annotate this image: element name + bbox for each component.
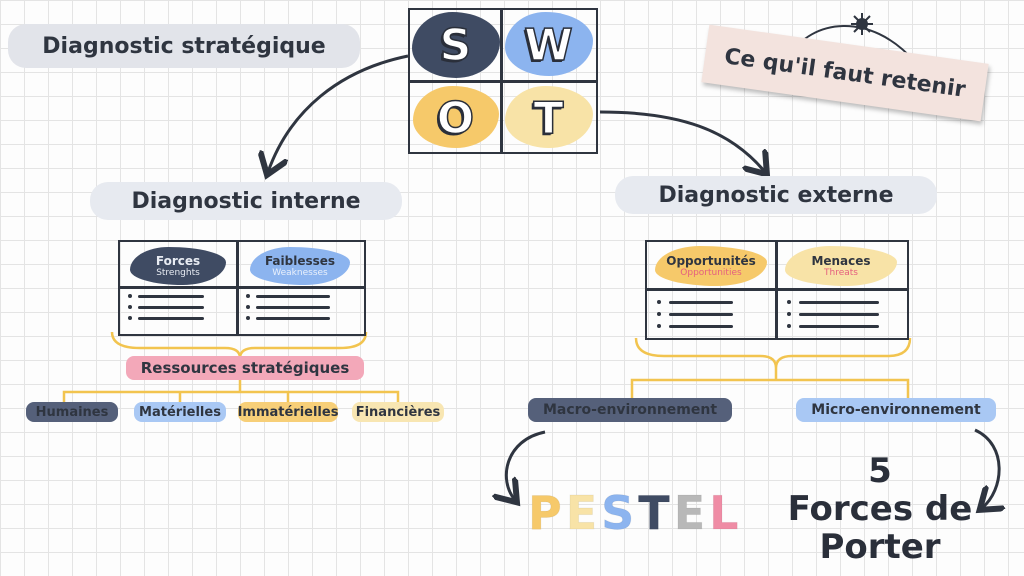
swot-t: T <box>533 92 565 145</box>
pestel-letter: S <box>601 486 637 541</box>
pestel-letter: P <box>528 486 564 541</box>
type-financieres: Financières <box>352 402 444 422</box>
arrow-to-externe <box>599 110 765 172</box>
porter-line2: Porter <box>819 527 941 567</box>
menaces-sub: Threats <box>824 268 858 278</box>
externe-tree <box>630 368 910 398</box>
porter-number: 5 <box>868 451 892 491</box>
pestel-word: P E S T E L <box>528 486 741 541</box>
pestel-letter: L <box>709 486 741 541</box>
opportunites-label: Opportunités <box>666 254 756 268</box>
pestel-letter: E <box>673 486 708 541</box>
forces-label: Forces <box>155 254 201 268</box>
porter-line1: Forces de <box>787 489 973 529</box>
type-materielles: Matérielles <box>134 402 226 422</box>
micro-label: Micro-environnement <box>796 398 996 422</box>
porter-label: 5 Forces de Porter <box>770 452 990 566</box>
interne-table: Forces Strenghts Faiblesses Weaknesses <box>118 240 366 336</box>
swot-o: O <box>436 92 475 145</box>
externe-title: Diagnostic externe <box>615 176 937 214</box>
type-immaterielles: Immatérielles <box>238 402 338 422</box>
externe-table: Opportunités Opportunities Menaces Threa… <box>645 240 909 340</box>
ressources-tree <box>62 380 400 404</box>
arrow-to-interne <box>268 54 409 172</box>
swot-s: S <box>439 19 472 72</box>
menaces-label: Menaces <box>811 254 871 268</box>
pestel-letter: E <box>565 486 600 541</box>
arrow-to-porter <box>974 428 999 508</box>
swot-w: W <box>523 19 573 72</box>
type-humaines: Humaines <box>26 402 118 422</box>
arrow-to-pestel <box>506 430 546 500</box>
forces-sub: Strenghts <box>156 268 200 278</box>
externe-brace <box>634 337 912 369</box>
ressources-label: Ressources stratégiques <box>126 356 364 380</box>
macro-label: Macro-environnement <box>528 398 732 422</box>
swot-grid: S W O T <box>408 8 598 154</box>
page-title: Diagnostic stratégique <box>8 24 360 68</box>
pestel-letter: T <box>638 486 672 541</box>
faiblesses-sub: Weaknesses <box>272 268 328 278</box>
opportunites-sub: Opportunities <box>680 268 742 278</box>
faiblesses-label: Faiblesses <box>264 254 336 268</box>
interne-title: Diagnostic interne <box>90 182 402 220</box>
sun-icon <box>851 13 873 35</box>
